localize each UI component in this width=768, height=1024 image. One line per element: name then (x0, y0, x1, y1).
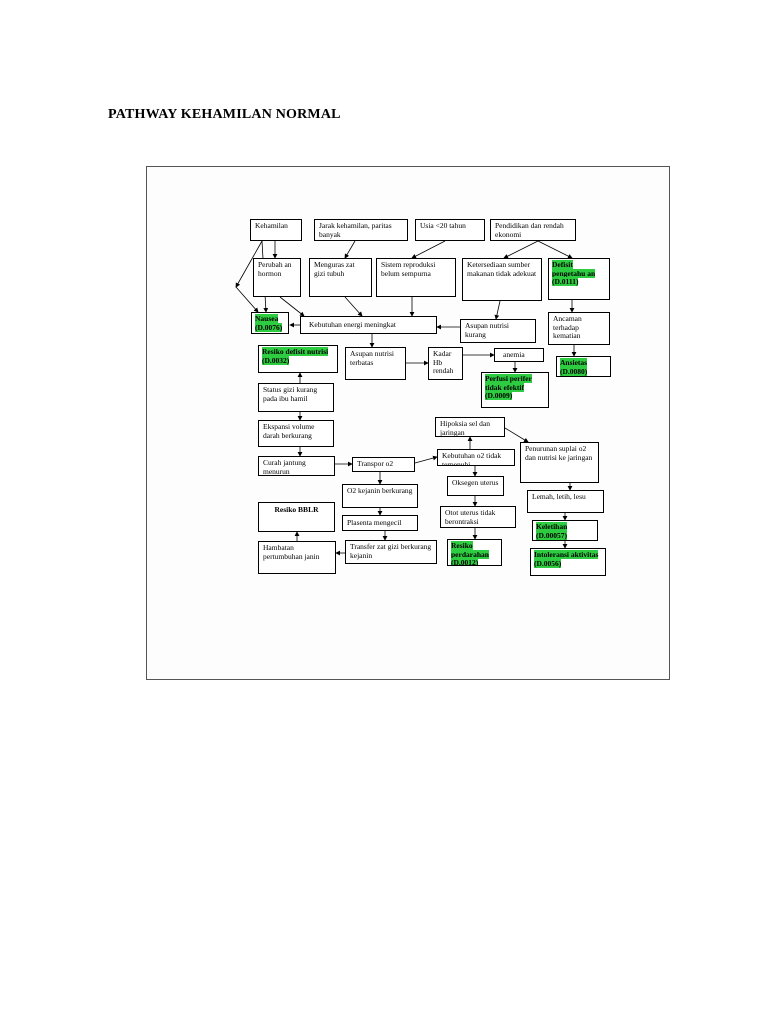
diagnosis-label: Nausea (D.0076) (255, 314, 283, 332)
node-ansietas: Ansietas (D.0080) (556, 356, 611, 377)
node-perubahan-hormon: Perubah an hormon (253, 258, 301, 297)
node-kebutuhan-energi: Kebutuhan energi meningkat (300, 316, 437, 334)
node-resiko-perdarahan: Resiko perdarahan (D.0012) (447, 539, 502, 566)
node-anemia: anemia (494, 348, 544, 362)
node-o2-kejanin: O2 kejanin berkurang (342, 484, 418, 508)
diagnosis-label: Keletihan (D.00057) (536, 522, 568, 540)
node-kehamilan: Kehamilan (250, 219, 302, 241)
node-hambatan-pertumbuhan: Hambatan pertumbuhan janin (258, 541, 336, 574)
node-lemah-letih-lesu: Lemah, letih, lesu (527, 490, 604, 513)
node-ancaman-kematian: Ancaman terhadap kematian (548, 312, 610, 345)
node-intoleransi-aktivitas: Intoleransi aktivitas (D.0056) (530, 548, 606, 576)
diagnosis-label: Perfusi perifer tidak efektif (D.0009) (485, 374, 532, 400)
node-status-gizi: Status gizi kurang pada ibu hamil (258, 383, 334, 412)
diagram-frame (146, 166, 670, 680)
node-usia: Usia <20 tahun (415, 219, 485, 241)
node-kebutuhan-o2: Kebutuhan o2 tidak terpenuhi (437, 449, 515, 466)
page-title: PATHWAY KEHAMILAN NORMAL (108, 107, 341, 122)
diagnosis-label: Resiko defisit nutrisi (D.0032) (262, 347, 329, 365)
node-perfusi-perifer: Perfusi perifer tidak efektif (D.0009) (481, 372, 549, 408)
node-oksigen-uterus: Oksegen uterus (447, 476, 504, 496)
node-hipoksia: Hipoksia sel dan jaringan (435, 417, 505, 437)
node-curah-jantung: Curah jantung menurun (258, 456, 335, 476)
node-otot-uterus: Otot uterus tidak berontraksi (440, 506, 516, 528)
node-menguras-zat-gizi: Menguras zat gizi tubuh (309, 258, 372, 297)
node-asupan-nutrisi-kurang: Asupan nutrisi kurang (460, 319, 536, 343)
node-plasenta-mengecil: Plasenta mengecil (342, 515, 418, 531)
node-defisit-pengetahuan: Defisit pengetahu an (D.0111) (548, 258, 610, 300)
node-keletihan: Keletihan (D.00057) (532, 520, 598, 541)
node-resiko-bblr: Resiko BBLR (258, 502, 335, 532)
node-ekspansi-volume: Ekspansi volume darah berkurang (258, 420, 334, 447)
node-sistem-reproduksi: Sistem reproduksi belum sempurna (376, 258, 456, 297)
node-transfer-zat-gizi: Transfer zat gizi berkurang kejanin (345, 540, 437, 564)
node-asupan-nutrisi-terbatas: Asupan nutrisi terbatas (345, 347, 406, 380)
node-jarak-kehamilan: Jarak kehamilan, paritas banyak (314, 219, 408, 241)
diagnosis-label: Ansietas (D.0080) (560, 358, 588, 376)
node-ketersediaan-makanan: Ketersediaan sumber makanan tidak adekua… (462, 258, 542, 301)
node-kadar-hb: Kadar Hb rendah (428, 347, 463, 380)
node-penurunan-suplai: Penurunan suplai o2 dan nutrisi ke jarin… (520, 442, 599, 483)
node-pendidikan: Pendidikan dan rendah ekonomi (490, 219, 576, 241)
diagnosis-label: Resiko perdarahan (D.0012) (451, 541, 489, 566)
node-transpor-o2: Transpor o2 menurun (352, 457, 415, 472)
node-nausea: Nausea (D.0076) (251, 312, 289, 334)
node-resiko-defisit-nutrisi: Resiko defisit nutrisi (D.0032) (258, 345, 338, 373)
diagnosis-label: Intoleransi aktivitas (D.0056) (534, 550, 599, 568)
diagnosis-label: Defisit pengetahu an (D.0111) (552, 260, 596, 286)
